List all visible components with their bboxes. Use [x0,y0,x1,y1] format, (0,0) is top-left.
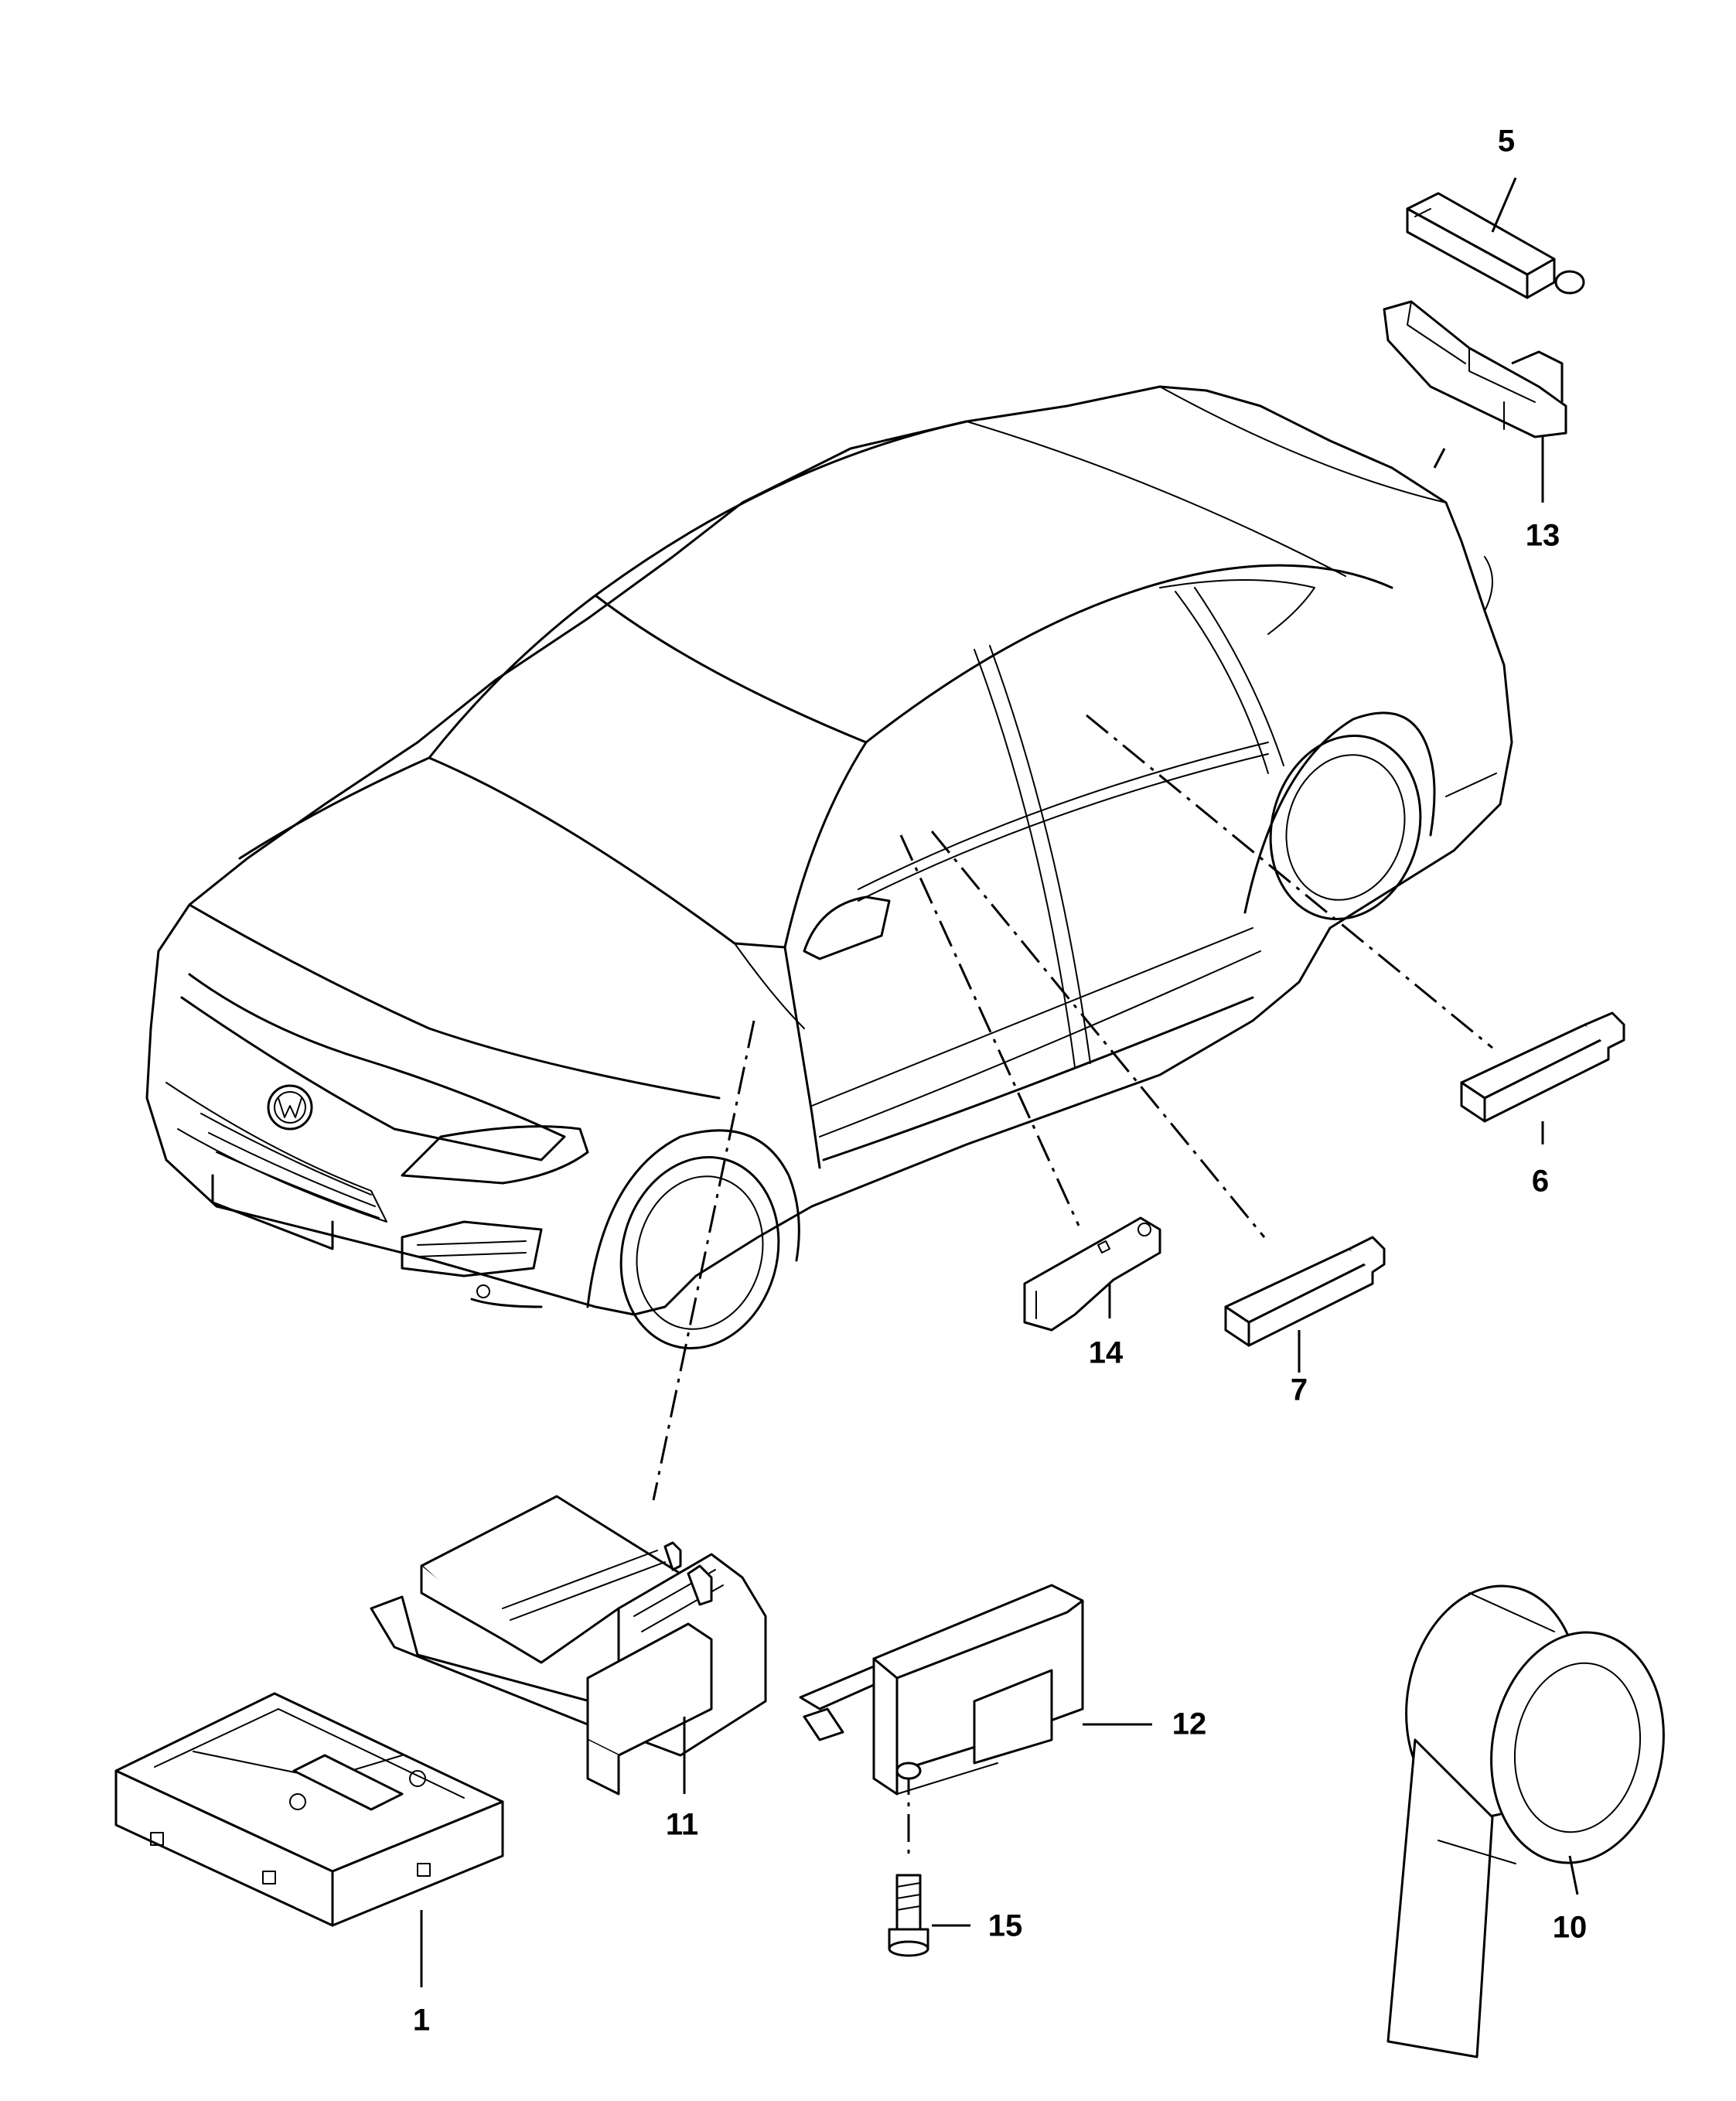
label-part-1: 1 [413,2004,430,2038]
callout-lines [420,177,1579,1987]
part-15-screw[interactable] [888,1874,929,1957]
part-13-bracket[interactable] [1383,300,1567,438]
label-part-15: 15 [988,1909,1023,1943]
label-part-11: 11 [666,1808,698,1842]
label-part-10: 10 [1553,1911,1588,1945]
part-12-bracket[interactable] [799,1584,1084,1796]
part-11-bracket[interactable] [370,1495,767,1796]
label-part-14: 14 [1089,1336,1124,1370]
label-part-7: 7 [1291,1373,1308,1407]
part-10-tape-roll[interactable] [1386,1572,1681,2058]
part-1-control-unit[interactable] [114,1692,504,1927]
part-6-sensor[interactable] [1460,1011,1625,1123]
label-part-12: 12 [1172,1707,1207,1741]
installation-leader-lines [652,448,1493,1856]
part-5-sensor[interactable] [1406,192,1585,299]
label-part-6: 6 [1532,1165,1549,1199]
part-7-sensor[interactable] [1224,1236,1386,1347]
part-number-labels: 5 13 6 14 7 12 11 15 10 1 [413,124,1587,2038]
label-part-5: 5 [1498,124,1515,159]
label-part-13: 13 [1526,519,1560,553]
part-14-bracket[interactable] [1023,1216,1161,1332]
vehicle-illustration [145,385,1513,1349]
